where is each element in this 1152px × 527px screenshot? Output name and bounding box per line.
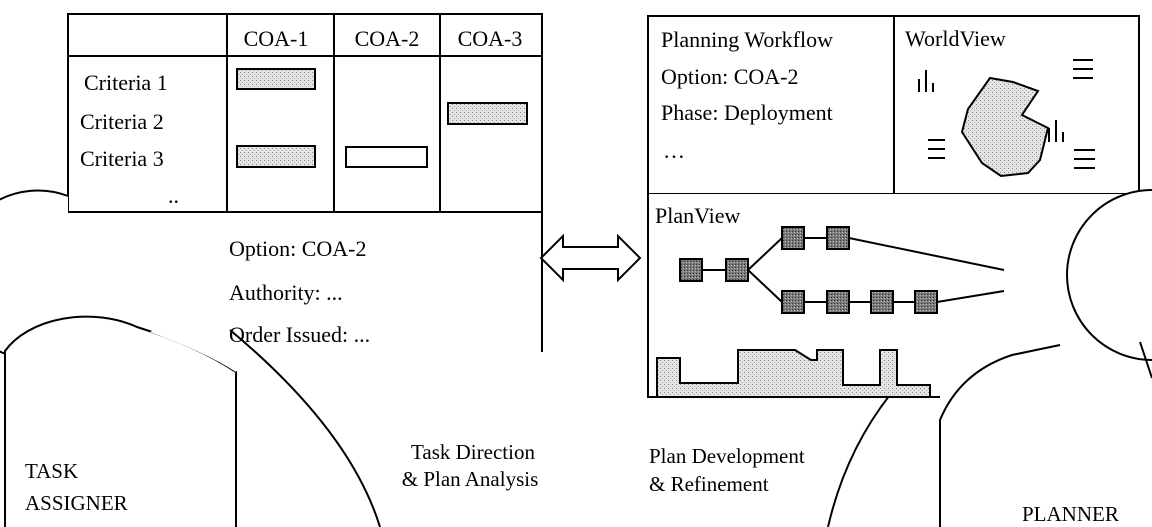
plan-development-caption-line1: Plan Development <box>649 444 805 468</box>
criteria-label-1: Criteria 1 <box>84 70 168 95</box>
criteria-label-2: Criteria 2 <box>80 109 164 134</box>
bidirectional-arrow <box>539 233 642 283</box>
planview-panel: PlanView <box>647 194 1138 398</box>
rating-bar-coa1-criteria3 <box>236 145 316 168</box>
planner-arm-arc <box>827 376 906 527</box>
plan-task-node <box>725 258 749 282</box>
plan-task-node <box>679 258 703 282</box>
column-header-coa-1: COA-1 <box>244 26 309 51</box>
rating-bar-coa1-criteria1 <box>236 68 316 90</box>
menu-lines-icon <box>1073 59 1093 79</box>
rating-bar-coa2-criteria3 <box>345 146 428 168</box>
task-direction-caption-line2: & Plan Analysis <box>402 467 539 491</box>
plan-task-node <box>870 290 894 314</box>
rating-bar-coa3-criteria2 <box>447 102 528 125</box>
plan-task-node <box>914 290 938 314</box>
menu-lines-icon <box>928 139 945 159</box>
planner-body <box>939 344 1061 527</box>
authority-label: Authority: ... <box>229 280 343 305</box>
workflow-option: Option: COA-2 <box>661 64 799 89</box>
order-issued-label: Order Issued: ... <box>229 322 370 347</box>
coa-comparison-panel: COA-1 COA-2 COA-3 Criteria 1 Criteria 2 … <box>67 13 543 213</box>
resource-profile-chart <box>656 349 931 398</box>
plan-network-links <box>702 237 1005 303</box>
worldview-title: WorldView <box>905 26 1006 51</box>
task-assigner-caption-line1: TASK <box>25 459 78 483</box>
planning-workflow-title: Planning Workflow <box>661 27 833 52</box>
territory-region-shape <box>960 76 1050 178</box>
column-header-coa-2: COA-2 <box>355 26 420 51</box>
plan-task-node <box>826 226 850 250</box>
order-details-box: Option: COA-2 Authority: ... Order Issue… <box>150 211 543 372</box>
workflow-phase: Phase: Deployment <box>661 100 833 125</box>
task-assigner-figure <box>0 189 237 527</box>
unit-symbol-icon <box>1048 120 1064 142</box>
option-label: Option: COA-2 <box>229 236 367 261</box>
plan-development-caption-line2: & Refinement <box>649 472 769 496</box>
plan-task-node <box>826 290 850 314</box>
unit-symbol-icon <box>918 70 934 92</box>
workflow-ellipsis: … <box>663 138 685 163</box>
task-direction-caption-line1: Task Direction <box>411 440 535 464</box>
plan-task-node <box>781 290 805 314</box>
task-assigner-arm-arc <box>229 329 381 527</box>
planning-workspace-panel: Planning Workflow Option: COA-2 Phase: D… <box>647 15 1140 195</box>
planview-title: PlanView <box>655 203 741 228</box>
plan-task-node <box>781 226 805 250</box>
criteria-label-3: Criteria 3 <box>80 146 164 171</box>
planner-figure <box>939 189 1152 527</box>
column-header-coa-3: COA-3 <box>458 26 523 51</box>
task-assigner-caption-line2: ASSIGNER <box>25 491 128 515</box>
planner-caption: PLANNER <box>1022 502 1119 526</box>
menu-lines-icon <box>1074 149 1095 169</box>
planner-head <box>1066 189 1152 361</box>
criteria-ellipsis: .. <box>168 183 179 208</box>
